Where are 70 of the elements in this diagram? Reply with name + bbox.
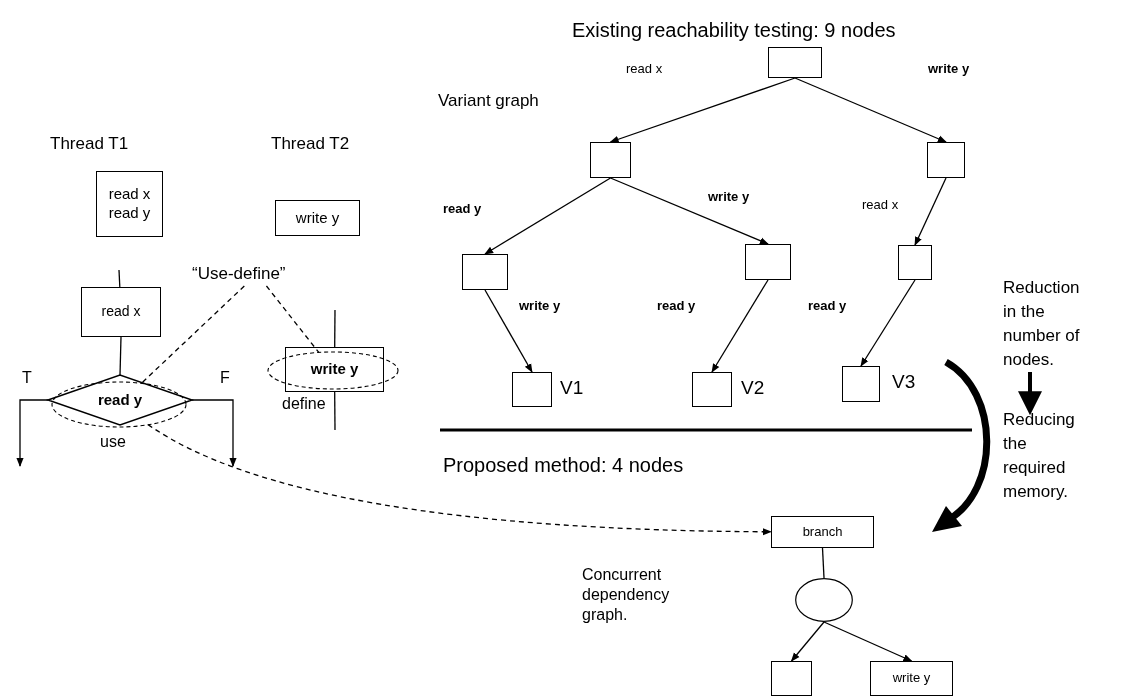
- annotation-text: Reduction in the number of nodes.: [1003, 276, 1093, 372]
- text-label: Proposed method: 4 nodes: [443, 453, 684, 478]
- connector-line: [118, 269, 121, 288]
- annotation-text: Reducing the required memory.: [1003, 408, 1093, 504]
- empty-box: [692, 372, 732, 407]
- text-label: T: [22, 368, 32, 388]
- edge-label: read y: [443, 202, 482, 215]
- edge-label: write y: [708, 190, 750, 203]
- arrow: [16, 399, 49, 467]
- edge-label: write y: [519, 299, 561, 312]
- node-caption: V1: [560, 378, 584, 397]
- connector-line: [119, 336, 122, 376]
- text-label: Thread T2: [271, 133, 350, 155]
- node-caption: V2: [741, 378, 765, 397]
- connector-line: [821, 547, 825, 579]
- edge-label: read x: [862, 198, 899, 211]
- text-label: Thread T1: [50, 133, 129, 155]
- arrow: [484, 289, 533, 373]
- ellipse-node: [795, 578, 853, 622]
- leader-line: [265, 285, 320, 354]
- connector-line: [334, 309, 336, 348]
- empty-box: [512, 372, 552, 407]
- text-label: define: [282, 394, 326, 414]
- edge-label: read x: [626, 62, 663, 75]
- arrow: [794, 77, 947, 143]
- decision-diamond: [48, 375, 192, 425]
- edge-label: read y: [657, 299, 696, 312]
- text-label: use: [100, 432, 126, 452]
- edge-label: write y: [928, 62, 970, 75]
- text-label: Existing reachability testing: 9 nodes: [572, 18, 896, 43]
- empty-box: [745, 244, 791, 280]
- empty-box: [771, 661, 812, 696]
- process-box: [96, 171, 163, 237]
- arrow: [147, 424, 772, 536]
- leader-line: [140, 285, 245, 384]
- empty-box: [842, 366, 880, 402]
- arrow: [484, 177, 612, 255]
- arrow: [609, 77, 796, 143]
- node-label: write y: [892, 670, 931, 687]
- arrow: [823, 621, 913, 662]
- edge-label: read y: [808, 299, 847, 312]
- process-box: [81, 287, 161, 337]
- connector-line: [334, 391, 336, 431]
- empty-box: [462, 254, 508, 290]
- text-label: Variant graph: [438, 90, 539, 112]
- arrow: [860, 279, 916, 367]
- node-caption: V3: [892, 372, 916, 391]
- node-label: read y: [97, 390, 143, 410]
- text-label: F: [220, 368, 230, 388]
- arrow: [191, 399, 237, 467]
- empty-box: [768, 47, 822, 78]
- process-box: [870, 661, 953, 696]
- process-box: [771, 516, 874, 548]
- arrow: [609, 177, 769, 245]
- node-label: read x read y: [107, 185, 152, 223]
- arrow: [1018, 372, 1042, 416]
- arrow: [711, 279, 769, 373]
- empty-box: [927, 142, 965, 178]
- annotation-text: “Use-define”: [192, 262, 322, 286]
- node-label: write y: [295, 208, 340, 228]
- arrow: [790, 621, 825, 662]
- text-label: Concurrent dependency graph.: [582, 565, 671, 625]
- node-label: branch: [802, 523, 843, 541]
- node-label: write y: [310, 360, 359, 379]
- process-box: [275, 200, 360, 236]
- arrow: [914, 177, 947, 246]
- process-box: [285, 347, 384, 392]
- node-label: read x: [101, 303, 141, 321]
- empty-box: [898, 245, 932, 280]
- empty-box: [590, 142, 631, 178]
